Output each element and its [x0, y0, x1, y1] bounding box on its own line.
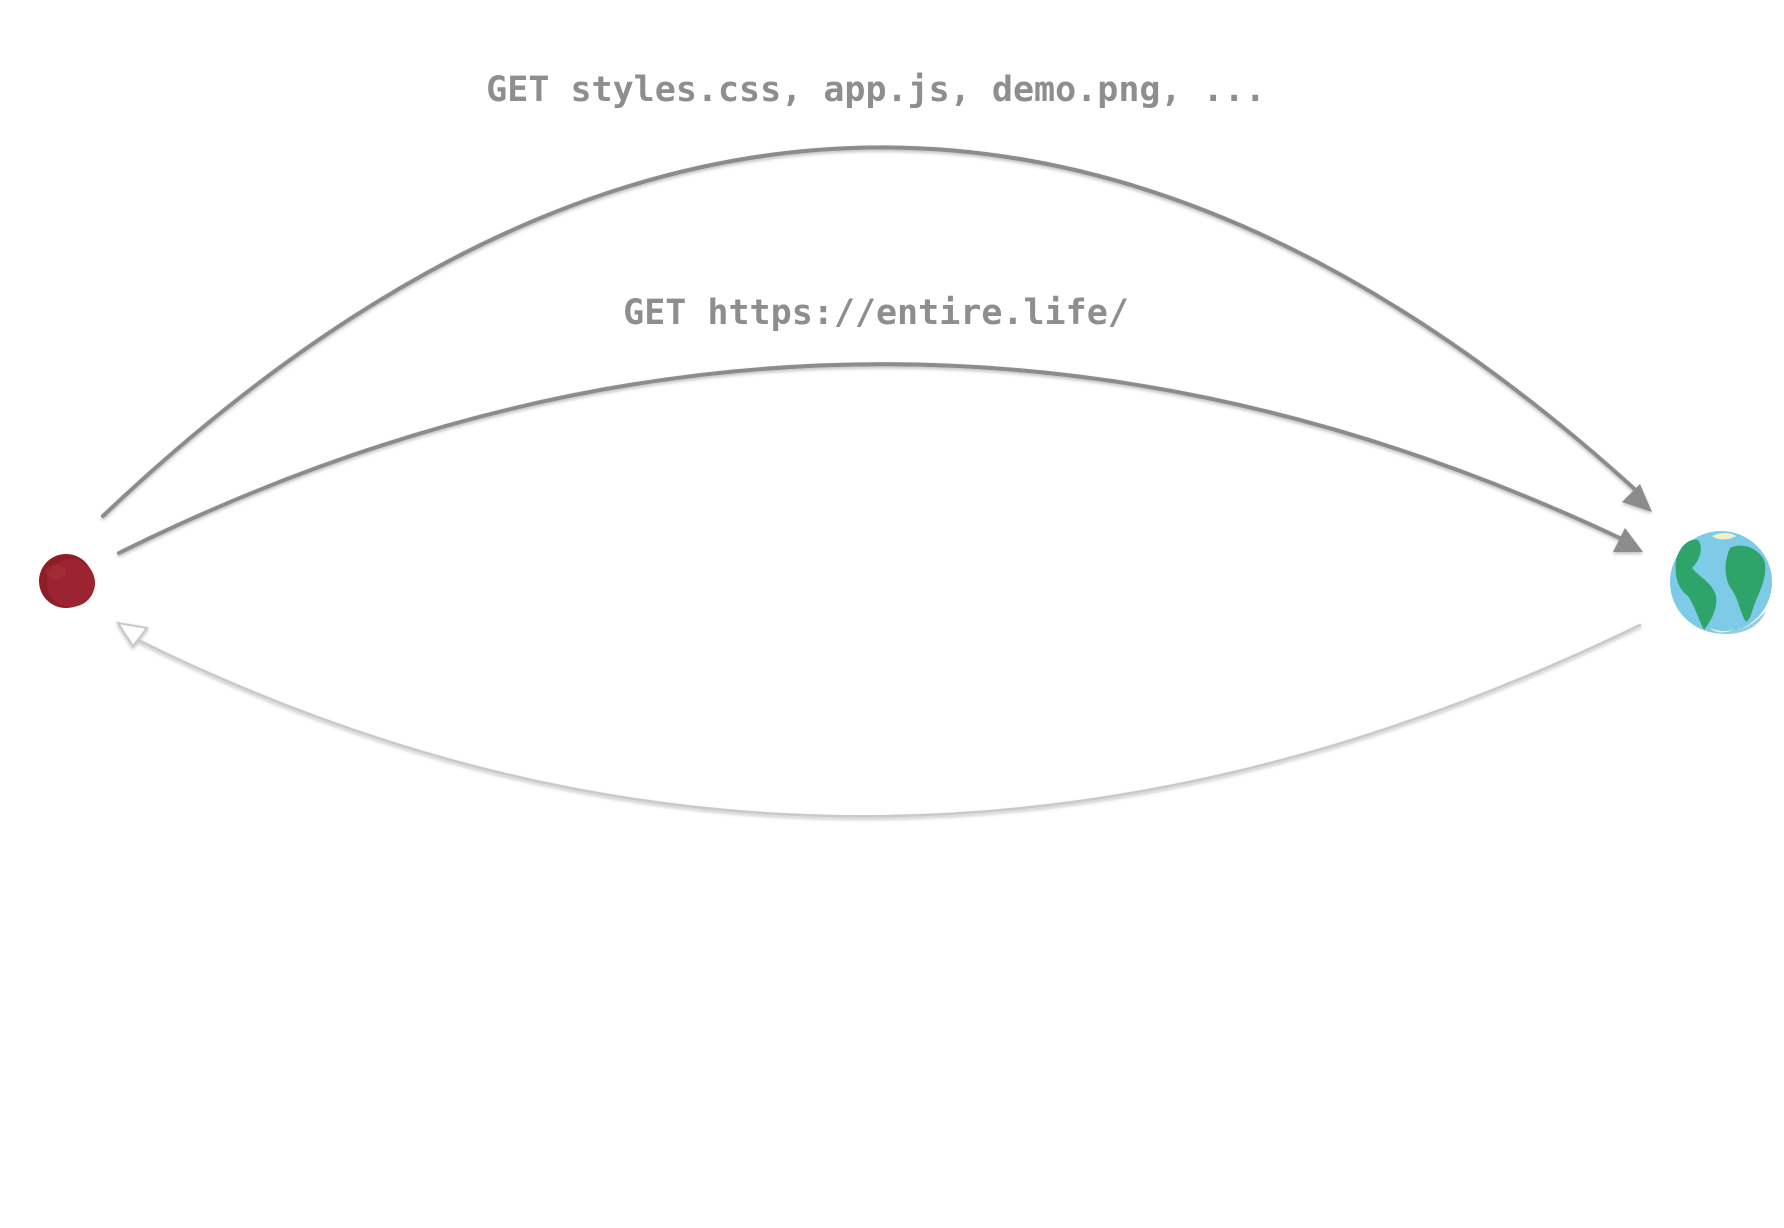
red-ball-icon: [39, 554, 95, 608]
request-page-arrow: [117, 362, 1643, 555]
response-arrowhead: [115, 621, 149, 648]
response-arrow: [115, 621, 1642, 818]
request-assets-label: GET styles.css, app.js, demo.png, ...: [486, 70, 1266, 110]
request-page-label: GET https://entire.life/: [623, 293, 1129, 333]
request-assets-arrowhead: [1622, 484, 1652, 512]
globe-earth-icon: [1670, 531, 1772, 634]
request-assets-arrow: [101, 145, 1652, 518]
request-page-arrowhead: [1613, 528, 1643, 552]
